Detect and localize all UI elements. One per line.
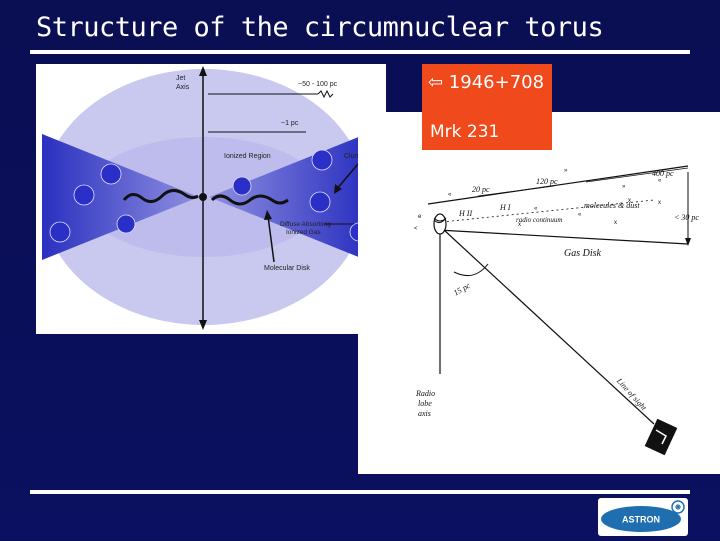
- label-15pc: 15 pc: [452, 281, 472, 298]
- molecular-disk-right: [210, 194, 289, 206]
- callout-source-mrk231: Mrk 231: [430, 122, 500, 142]
- gas-disk-figure: « « « x x x » » x « e < 400 pc 120 pc 20…: [358, 112, 720, 474]
- clump: [73, 184, 95, 206]
- label-gas-disk: Gas Disk: [564, 248, 602, 259]
- label-20pc: 20 pc: [472, 185, 490, 194]
- label-radio-2: lobe: [418, 399, 432, 408]
- label-400pc: 400 pc: [652, 169, 674, 178]
- svg-text:«: «: [658, 178, 662, 184]
- clump: [49, 221, 71, 243]
- molecular-disk-left: [122, 189, 199, 203]
- svg-text:x: x: [658, 200, 661, 206]
- label-hi: H I: [499, 203, 511, 212]
- label-molecules-dust: molecules & dust: [584, 201, 640, 210]
- footer-rule: [30, 490, 690, 494]
- clump: [116, 214, 136, 234]
- gas-disk-inner-line: [441, 199, 655, 223]
- jet-axis-arrow-bottom: [199, 320, 207, 330]
- astron-logo-text: ASTRON: [622, 515, 660, 525]
- svg-text:x: x: [614, 220, 617, 226]
- scale-50-100-label: ~50 - 100 pc: [298, 81, 338, 88]
- nucleus-squiggle: [433, 217, 447, 224]
- label-hii: H II: [458, 209, 472, 218]
- molecular-disk-label: Molecular Disk: [264, 265, 310, 272]
- label-line-of-sight: Line of sight: [614, 376, 649, 413]
- jet-axis-label-2: Axis: [176, 84, 190, 91]
- jet-axis-label-1: Jet: [176, 75, 185, 82]
- line-of-sight: [443, 229, 655, 425]
- scale-1-label: ~1 pc: [281, 120, 299, 127]
- arc-15pc: [453, 263, 489, 277]
- gas-disk-outline-top: [427, 165, 689, 205]
- molecular-disk-pointer: [267, 215, 275, 263]
- ionized-gas-label-1: Diffuse Absorbing: [280, 221, 331, 228]
- observer-box: [644, 418, 678, 456]
- svg-text:x: x: [628, 198, 631, 204]
- observer-face: [655, 429, 667, 445]
- dimension-400: [585, 167, 689, 183]
- label-radio-3: axis: [418, 409, 431, 418]
- callout-source-1946: ⇦ 1946+708: [428, 72, 545, 93]
- astron-logo: ASTRON: [598, 498, 688, 536]
- astron-logo-svg: ASTRON: [601, 500, 685, 532]
- torus-schematic-svg: Jet Axis ~50 - 100 pc ~1 pc Ionized Regi…: [42, 66, 369, 330]
- svg-text:»: »: [564, 168, 568, 174]
- label-radio-continuum: radio continuum: [516, 216, 562, 224]
- dimension-arrow: [685, 238, 691, 246]
- disk-markers: « « « x x x » » x « e <: [414, 168, 662, 232]
- source-callout: ⇦ 1946+708 Mrk 231: [422, 64, 552, 150]
- torus-wedge-left: [42, 134, 199, 260]
- svg-text:»: »: [622, 184, 626, 190]
- dimension-120: [477, 185, 555, 197]
- title-underline: [30, 50, 690, 54]
- svg-text:«: «: [578, 212, 582, 218]
- svg-text:«: «: [534, 206, 538, 212]
- clumps-pointer: [335, 163, 359, 191]
- svg-text:e: e: [418, 214, 422, 220]
- clump: [311, 149, 333, 171]
- ionized-region-label: Ionized Region: [224, 153, 271, 160]
- ionized-gas-label-2: Ionized Gas: [286, 229, 321, 236]
- clump: [309, 191, 331, 213]
- slide-title: Structure of the circumnuclear torus: [36, 12, 604, 43]
- svg-text:x: x: [518, 222, 521, 228]
- molecular-disk-pointer-head: [264, 210, 272, 220]
- label-lt30pc: < 30 pc: [674, 213, 699, 222]
- jet-axis-arrow-top: [199, 66, 207, 76]
- clump: [100, 163, 122, 185]
- torus-schematic-figure: Jet Axis ~50 - 100 pc ~1 pc Ionized Regi…: [36, 64, 386, 334]
- clumps-pointer-head: [334, 184, 342, 194]
- gas-disk-svg: « « « x x x » » x « e < 400 pc 120 pc 20…: [414, 165, 699, 456]
- label-120pc: 120 pc: [536, 177, 558, 186]
- clump: [232, 176, 252, 196]
- gas-disk-outline-bottom: [437, 229, 689, 245]
- svg-text:<: <: [414, 226, 418, 232]
- clumps-group: [49, 149, 369, 243]
- svg-text:«: «: [448, 192, 452, 198]
- scale-50-squiggle: [317, 89, 334, 99]
- clumps-label: Clumps: [344, 153, 368, 160]
- label-radio-1: Radio: [415, 389, 435, 398]
